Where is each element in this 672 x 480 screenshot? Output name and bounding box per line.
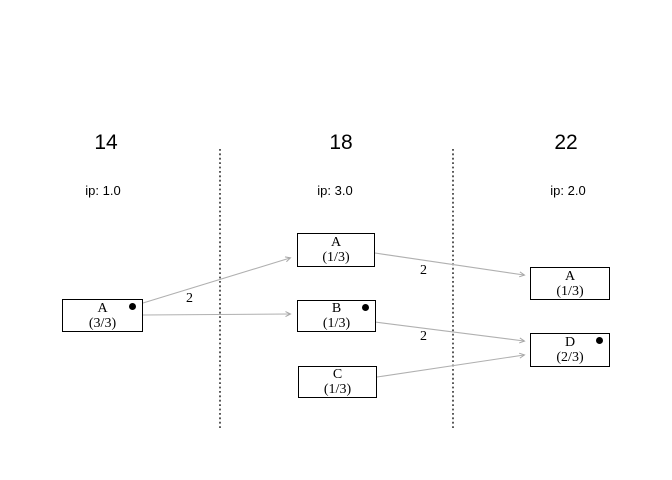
node-label: B — [331, 301, 342, 316]
node-fraction: (3/3) — [88, 315, 117, 331]
node-dot-icon — [129, 303, 136, 310]
node-fraction: (1/3) — [322, 316, 351, 331]
node-col22-A: A (1/3) — [530, 267, 610, 300]
node-col18-B: B (1/3) — [297, 300, 376, 332]
column-header-14: 14 — [94, 131, 118, 154]
node-fraction: (1/3) — [556, 283, 584, 299]
edge-weight-label: 2 — [420, 329, 427, 344]
edge-weight-label: 2 — [186, 291, 193, 306]
edge-col18C-to-col22D — [376, 352, 526, 378]
column-ip-14: ip: 1.0 — [85, 183, 121, 198]
node-fraction: (1/3) — [322, 250, 350, 265]
edge-col18B-to-col22D — [374, 321, 526, 344]
column-ip-22: ip: 2.0 — [550, 183, 586, 198]
column-header-18: 18 — [329, 131, 353, 154]
column-header-22: 22 — [554, 131, 578, 154]
node-fraction: (2/3) — [556, 350, 584, 365]
edge-col14A-to-col18A — [142, 256, 292, 304]
node-dot-icon — [362, 304, 369, 311]
edge-weight-label: 2 — [420, 263, 427, 278]
node-label: A — [564, 268, 576, 284]
node-label: D — [564, 335, 576, 350]
node-col14-A: A (3/3) — [62, 299, 143, 332]
node-col22-D: D (2/3) — [530, 333, 610, 367]
node-label: A — [330, 235, 342, 250]
node-label: A — [97, 300, 108, 316]
node-fraction: (1/3) — [323, 382, 352, 397]
edge-col14A-to-col18B — [142, 311, 292, 317]
node-col18-A: A (1/3) — [297, 233, 375, 267]
node-dot-icon — [596, 337, 603, 344]
node-col18-C: C (1/3) — [298, 366, 377, 398]
column-ip-18: ip: 3.0 — [317, 183, 353, 198]
node-label: C — [332, 367, 343, 382]
edge-col18A-to-col22A — [374, 252, 526, 278]
